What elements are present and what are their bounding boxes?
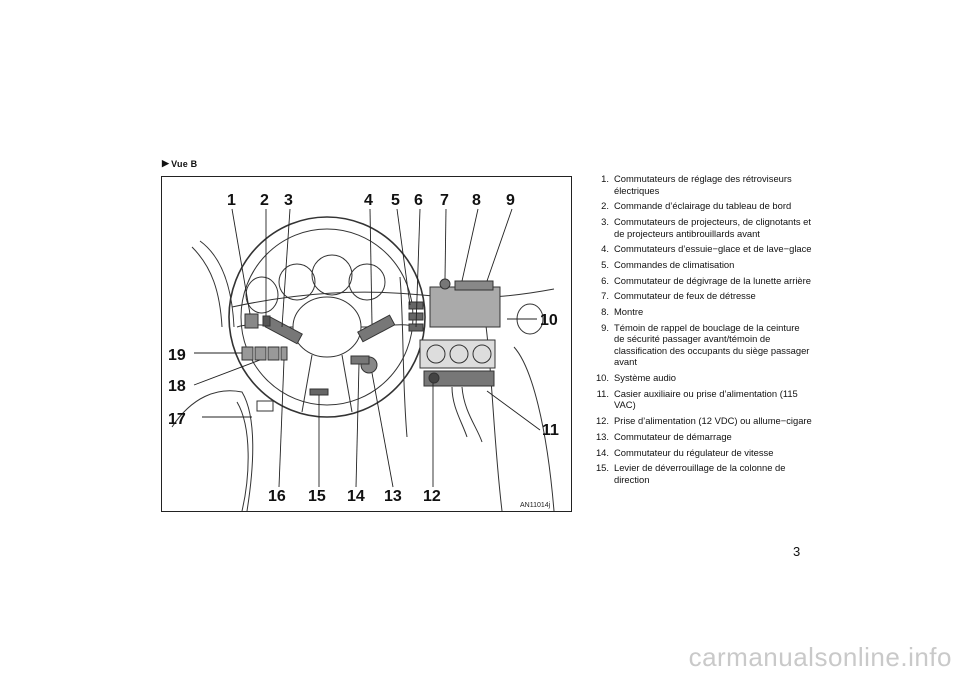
- legend-item: 15.Levier de déverrouillage de la colonn…: [595, 462, 786, 485]
- legend-item: 13.Commutateur de démarrage: [595, 430, 732, 442]
- dashboard-illustration: 1 2 3 4 5 6 7 8 9 10 11 12 13 14 15 16 1…: [161, 176, 572, 512]
- legend-item: 9.Témoin de rappel de bouclage de la cei…: [601, 321, 810, 368]
- gauge-left: [278, 263, 316, 301]
- steering-hub: [292, 296, 362, 358]
- gauge-center: [311, 254, 353, 296]
- tilt-lever: [309, 388, 329, 396]
- power-outlet-panel: [423, 370, 495, 387]
- legend-item: 2.Commande d’éclairage du tableau de bor…: [601, 200, 792, 212]
- callout-12: 12: [423, 488, 441, 505]
- callout-13: 13: [384, 488, 402, 505]
- figure-code: AN11014j: [520, 502, 551, 509]
- climate-knob-center: [449, 344, 469, 364]
- legend-item: 14.Commutateur du régulateur de vitesse: [595, 446, 774, 458]
- gauge-right: [348, 263, 386, 301]
- legend-item: 3.Commutateurs de projecteurs, de cligno…: [601, 215, 811, 239]
- legend-item: 12.Prise d’alimentation (12 VDC) ou allu…: [595, 415, 812, 427]
- callout-14: 14: [347, 488, 365, 505]
- callout-7: 7: [440, 192, 449, 209]
- legend-item: 4.Commutateurs d’essuie−glace et de lave…: [601, 243, 812, 255]
- callout-19: 19: [168, 347, 186, 364]
- callout-1: 1: [227, 192, 236, 209]
- page-number: 3: [793, 544, 801, 559]
- callout-10: 10: [540, 312, 558, 329]
- section-title: ▶ Vue B: [162, 158, 197, 169]
- switch-1: [241, 346, 254, 361]
- callout-4: 4: [364, 192, 373, 209]
- mirror-switch: [244, 313, 259, 329]
- cruise-switch: [350, 355, 370, 365]
- callout-2: 2: [260, 192, 269, 209]
- callout-17: 17: [168, 411, 186, 428]
- legend-item: 8.Montre: [601, 306, 644, 317]
- dashboard-drawing: 1 2 3 4 5 6 7 8 9 10 11 12 13 14 15 16 1…: [168, 192, 559, 511]
- clock: [454, 280, 494, 291]
- climate-knob-right: [472, 344, 492, 364]
- callout-15: 15: [308, 488, 326, 505]
- hvac-button-1: [408, 301, 424, 310]
- play-arrow-icon: ▶: [162, 158, 170, 168]
- callout-5: 5: [391, 192, 400, 209]
- callout-16: 16: [268, 488, 286, 505]
- a-pillar-line: [199, 240, 235, 328]
- legend-item: 7.Commutateur de feux de détresse: [601, 290, 756, 302]
- callout-11: 11: [542, 422, 559, 439]
- audio-system: [429, 286, 501, 328]
- callout-6: 6: [414, 192, 423, 209]
- legend-item: 6.Commutateur de dégivrage de la lunette…: [601, 274, 811, 286]
- section-title-text: Vue B: [171, 158, 198, 169]
- dashboard-top-line: [231, 288, 555, 308]
- legend-item: 10.Système audio: [595, 372, 677, 384]
- steering-wheel: [228, 216, 426, 418]
- hazard-switch: [439, 278, 451, 290]
- legend-item: 1.Commutateurs de réglage des rétroviseu…: [601, 173, 792, 196]
- legend-item: 5.Commandes de climatisation: [601, 258, 735, 270]
- climate-knob-left: [426, 344, 446, 364]
- left-vent: [245, 276, 279, 314]
- callout-18: 18: [168, 378, 186, 395]
- shifter-line: [451, 386, 468, 438]
- light-stalk: [264, 316, 303, 345]
- callout-3: 3: [284, 192, 293, 209]
- leader-lines: [193, 208, 541, 488]
- legend-list: 1.Commutateurs de réglage des rétroviseu…: [590, 173, 812, 489]
- callout-9: 9: [506, 192, 515, 209]
- callout-8: 8: [472, 192, 481, 209]
- legend-item: 11.Casier auxiliaire ou prise d’alimenta…: [596, 387, 798, 411]
- climate-panel: [419, 339, 496, 369]
- door-outline: [171, 390, 254, 511]
- wiper-stalk: [357, 314, 396, 343]
- watermark: carmanualsonline.info: [688, 642, 952, 672]
